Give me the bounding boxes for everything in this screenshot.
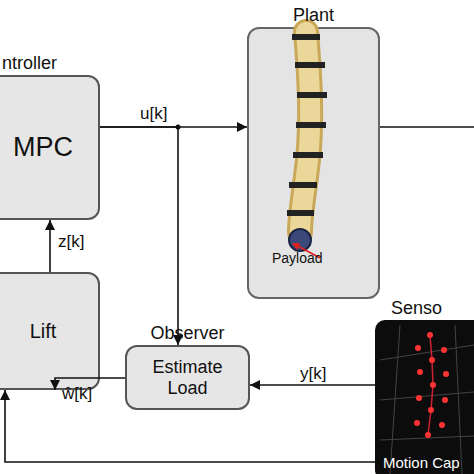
- signal-label: ŵ[k]: [62, 384, 92, 404]
- signal-connector: [45, 220, 55, 272]
- controller-box: ntrollerMPC: [0, 75, 100, 220]
- arrow-head: [237, 122, 247, 132]
- arrow-head: [45, 220, 55, 230]
- signal-label: u[k]: [140, 104, 167, 124]
- arrow-head: [250, 380, 260, 390]
- panel-caption: Motion Cap: [383, 454, 460, 471]
- block-label: Lift: [0, 274, 98, 388]
- block-heading: ntroller: [2, 53, 57, 74]
- connector-line: [5, 390, 375, 462]
- output-wire: [380, 126, 474, 128]
- signal-connector: [100, 127, 183, 345]
- part-label: Payload: [272, 250, 323, 266]
- sensor-panel: SensoMotion Cap: [375, 320, 474, 474]
- signal-connector: [0, 390, 375, 462]
- lift-box: Lift: [0, 272, 100, 390]
- arrow-head: [173, 335, 183, 345]
- connector-line: [250, 384, 375, 386]
- block-heading: Observer: [127, 323, 248, 344]
- connector-line: [100, 127, 178, 345]
- arrow-head: [0, 390, 10, 400]
- block-label: MPC: [0, 77, 98, 218]
- block-heading: Plant: [249, 5, 378, 26]
- signal-label: z[k]: [58, 232, 84, 252]
- block-label: Estimate Load: [127, 347, 248, 408]
- signal-label: y[k]: [300, 364, 326, 384]
- block-heading: Senso: [391, 298, 442, 319]
- observer-box: ObserverEstimate Load: [125, 345, 250, 410]
- arrow-head: [50, 380, 60, 390]
